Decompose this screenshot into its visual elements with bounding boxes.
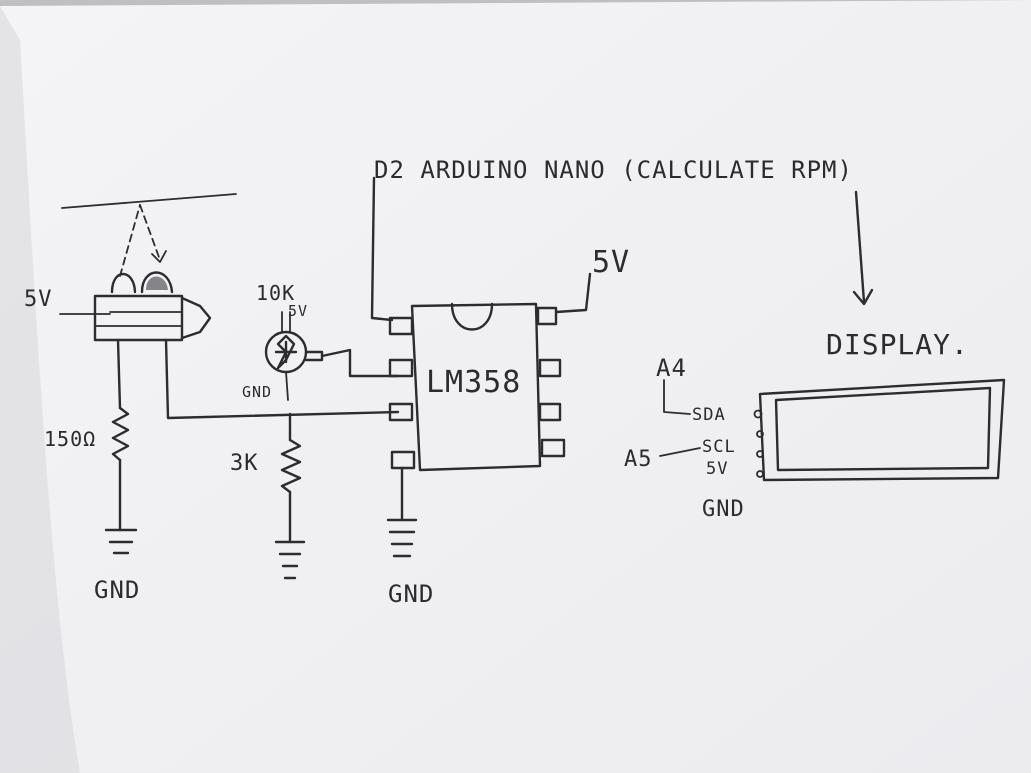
ground-symbol-2 (274, 540, 306, 580)
ic-label: LM358 (426, 365, 521, 400)
pot-value-label: 10K (256, 281, 295, 305)
resistor-150 (111, 338, 130, 532)
arrow-to-display (852, 190, 874, 306)
sensor-5v-label: 5V (24, 287, 53, 312)
lm358-ic (388, 302, 566, 472)
display-label: DISPLAY. (826, 328, 969, 361)
potentiometer (264, 311, 400, 401)
arduino-note: D2 ARDUINO NANO (CALCULATE RPM) (374, 156, 853, 184)
pin-gnd-label: GND (702, 497, 745, 522)
pin-5v-label: 5V (706, 459, 728, 479)
resistor-150-label: 150Ω (44, 427, 96, 451)
gnd-label-2: GND (388, 580, 434, 608)
pin-a5-label: A5 (624, 447, 653, 472)
wire-a4-sda (663, 379, 691, 415)
wire-opamp-5v (554, 272, 592, 314)
opamp-5v-label: 5V (592, 245, 630, 280)
ground-symbol-1 (104, 528, 138, 555)
pot-5v-label: 5V (288, 302, 308, 320)
pin-scl-label: SCL (702, 437, 736, 457)
paper-curl-shadow (0, 6, 80, 773)
ground-symbol-3 (386, 518, 418, 558)
wire-sensor-to-opamp (164, 338, 400, 420)
resistor-3k (280, 412, 302, 544)
ir-sensor (59, 193, 237, 342)
lcd-display (753, 378, 1006, 482)
pin-sda-label: SDA (692, 405, 726, 425)
wire-d2 (370, 176, 394, 322)
wire-a5-scl (659, 447, 701, 457)
resistor-3k-label: 3K (230, 451, 259, 476)
gnd-label-1: GND (94, 576, 140, 604)
pot-gnd-label: GND (242, 383, 272, 401)
pin-a4-label: A4 (656, 354, 687, 382)
